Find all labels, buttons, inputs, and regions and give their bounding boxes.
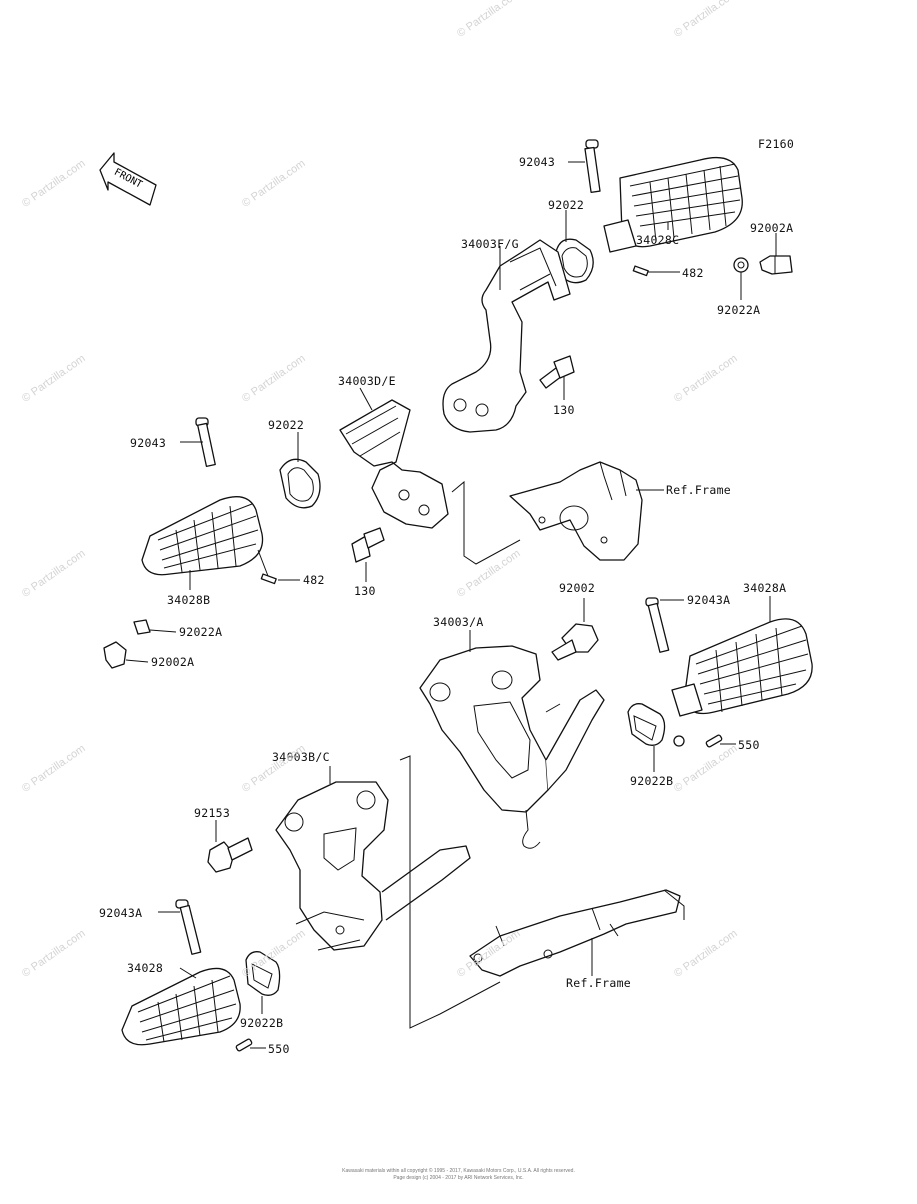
label-92022a-left[interactable]: 92022A: [179, 625, 223, 639]
label-92043a-left[interactable]: 92043A: [99, 906, 143, 920]
label-92022-mid[interactable]: 92022: [268, 418, 305, 432]
label-92022b-right[interactable]: 92022B: [630, 774, 674, 788]
frame-reference-top: [509, 461, 643, 561]
label-92022a-top[interactable]: 92022A: [717, 303, 761, 317]
label-92043-top[interactable]: 92043: [519, 155, 556, 169]
label-130-top[interactable]: 130: [553, 403, 575, 417]
label-34028c[interactable]: 34028C: [636, 233, 680, 247]
label-ref-frame-bottom[interactable]: Ref.Frame: [566, 976, 632, 990]
washer-92022b-left: [245, 951, 281, 996]
cotter-pin-482-top: [632, 265, 649, 277]
footpeg-34028c: [603, 156, 743, 253]
label-550-right[interactable]: 550: [738, 738, 760, 752]
label-34028[interactable]: 34028: [127, 961, 164, 975]
label-92043a-right[interactable]: 92043A: [687, 593, 731, 607]
label-34003bc[interactable]: 34003B/C: [272, 750, 330, 764]
cotter-pin-482-mid: [260, 573, 277, 585]
label-92043-left[interactable]: 92043: [130, 436, 167, 450]
frame-reference-bottom: [469, 889, 685, 977]
washer-right-small: [673, 735, 685, 747]
cotter-pin-550-left: [235, 1038, 253, 1052]
bolt-92002a-top: [759, 255, 793, 275]
label-92002[interactable]: 92002: [559, 581, 596, 595]
label-92022b-left[interactable]: 92022B: [240, 1016, 284, 1030]
pin-92043a-left: [175, 899, 202, 955]
footpeg-34028b: [141, 496, 264, 576]
pin-92043-top: [584, 139, 601, 193]
label-92153[interactable]: 92153: [194, 806, 231, 820]
label-34028a[interactable]: 34028A: [743, 581, 787, 595]
label-550-left[interactable]: 550: [268, 1042, 290, 1056]
label-130-mid[interactable]: 130: [354, 584, 376, 598]
cotter-pin-550-right: [705, 734, 723, 748]
label-34003fg[interactable]: 34003F/G: [461, 237, 519, 251]
figure-code: F2160: [758, 137, 795, 151]
pin-92043a-right: [645, 597, 670, 653]
bolt-130-top: [539, 355, 575, 389]
washer-92022-top: [555, 238, 594, 284]
washer-92022a-top: [733, 257, 749, 273]
label-ref-frame-top[interactable]: Ref.Frame: [666, 483, 732, 497]
bolt-92002: [551, 623, 599, 661]
footpeg-34028: [121, 967, 241, 1046]
bracket-34003de: [339, 399, 449, 529]
washer-92022a-left: [133, 619, 151, 635]
label-92002a-left[interactable]: 92002A: [151, 655, 195, 669]
bolt-92153: [207, 837, 253, 873]
bolt-130-mid: [351, 527, 385, 563]
label-34003de[interactable]: 34003D/E: [338, 374, 396, 388]
front-arrow-icon: FRONT: [99, 152, 157, 206]
bracket-34003fg: [442, 239, 571, 433]
copyright-line-2: Page design (c) 2004 - 2017 by ARI Netwo…: [393, 1175, 524, 1181]
bolt-92002a-left: [103, 641, 127, 669]
copyright-line-1: Kawasaki materials within all copyright …: [342, 1168, 575, 1174]
label-482-mid[interactable]: 482: [303, 573, 325, 587]
footpeg-34028a: [671, 618, 813, 717]
label-34003a[interactable]: 34003/A: [433, 615, 484, 629]
bracket-34003bc: [275, 781, 471, 951]
label-482-top[interactable]: 482: [682, 266, 704, 280]
washer-92022-mid: [279, 458, 321, 509]
bracket-34003a: [419, 645, 605, 849]
leader-lines: [125, 161, 777, 1049]
washer-92022b-right: [627, 703, 666, 746]
label-34028b[interactable]: 34028B: [167, 593, 211, 607]
label-92022-top[interactable]: 92022: [548, 198, 585, 212]
label-92002a-top[interactable]: 92002A: [750, 221, 794, 235]
pin-92043-left: [195, 417, 216, 468]
